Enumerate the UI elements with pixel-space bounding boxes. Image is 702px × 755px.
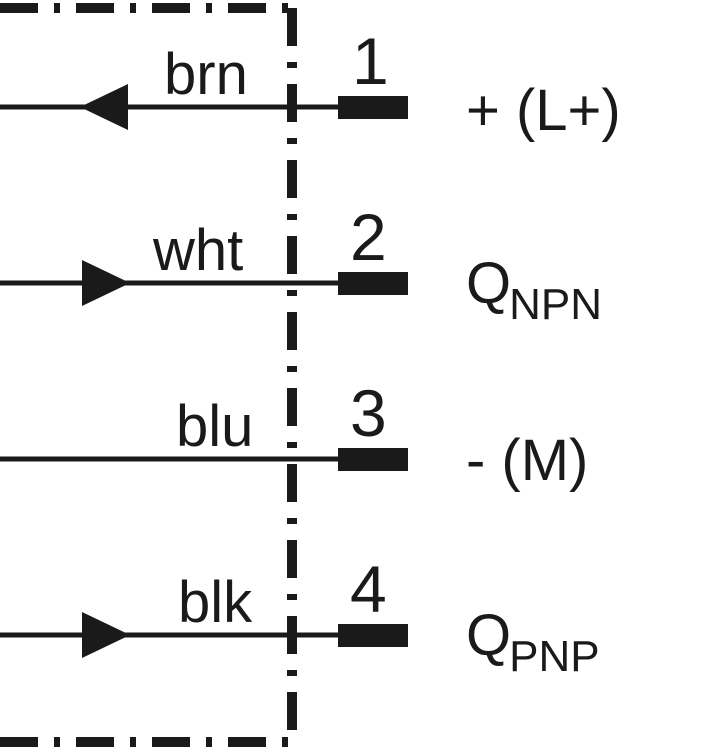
housing-boundary <box>0 3 297 747</box>
pin-2-wire <box>0 260 408 306</box>
pin-3-wire <box>0 448 408 471</box>
pin-function-2: QNPN <box>466 255 604 327</box>
terminal-block <box>338 96 408 119</box>
terminal-block <box>338 272 408 295</box>
function-text: Q <box>466 251 512 316</box>
pin-function-3: - (M) <box>466 432 588 490</box>
function-subscript: NPN <box>509 280 603 329</box>
arrow-right-icon <box>82 260 130 306</box>
arrow-right-icon <box>82 612 130 658</box>
pin-number-2: 2 <box>350 200 387 274</box>
pin-number-3: 3 <box>350 376 387 450</box>
wire-label-wht: wht <box>153 218 244 283</box>
terminal-block <box>338 624 408 647</box>
pin-4-wire <box>0 612 408 658</box>
pin-function-1: + (L+) <box>466 82 621 140</box>
pin-1-wire <box>0 84 408 130</box>
terminal-block <box>338 448 408 471</box>
function-text: Q <box>466 603 512 668</box>
function-text: + (L+) <box>466 78 621 143</box>
function-text: - (M) <box>466 428 589 493</box>
pin-number-1: 1 <box>352 24 389 98</box>
pin-number-4: 4 <box>350 552 387 626</box>
wire-label-brn: brn <box>164 42 248 107</box>
function-subscript: PNP <box>509 632 600 681</box>
pin-function-4: QPNP <box>466 607 602 679</box>
wire-label-blk: blk <box>178 570 253 635</box>
wire-label-blu: blu <box>176 394 254 459</box>
arrow-left-icon <box>80 84 128 130</box>
